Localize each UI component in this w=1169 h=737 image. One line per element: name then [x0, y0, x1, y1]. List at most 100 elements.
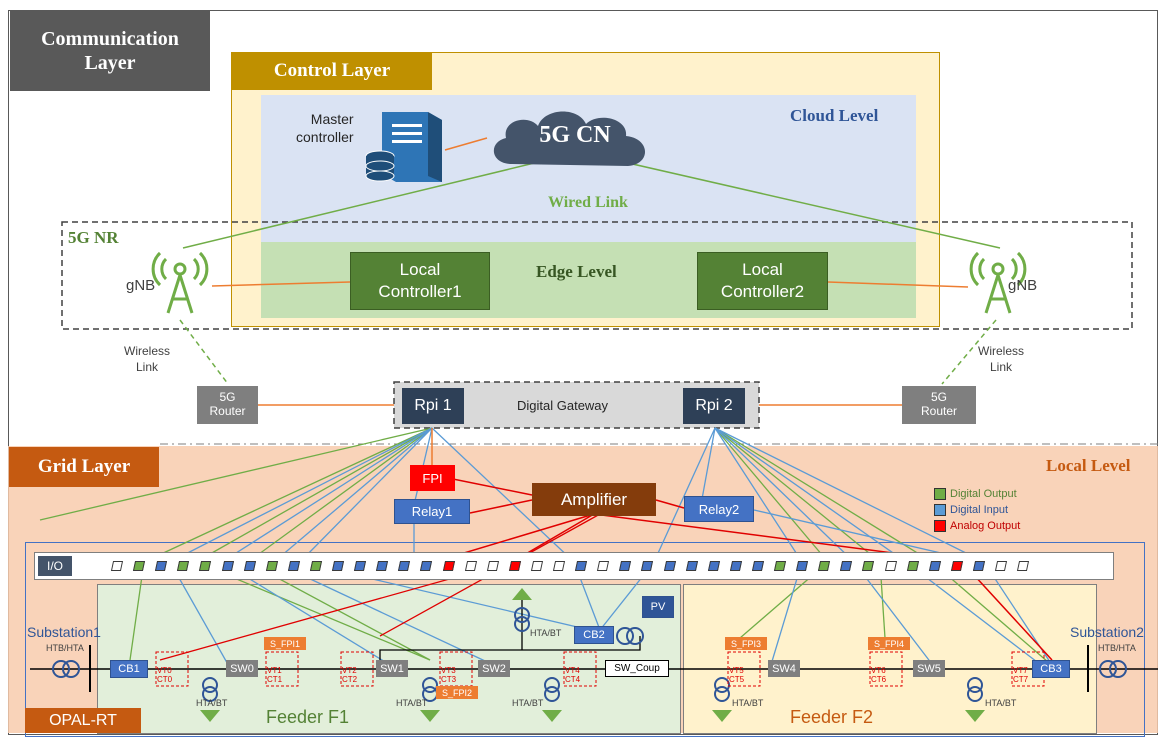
- htb-hta-left-label: HTB/HTA: [46, 643, 84, 653]
- io-channel: [994, 561, 1008, 571]
- io-channel: [972, 561, 985, 571]
- substation1-label: Substation1: [27, 624, 101, 640]
- io-channel: [287, 561, 300, 571]
- sensor-s-fpi1[interactable]: S_FPI1: [264, 637, 306, 650]
- edge-level-label: Edge Level: [536, 262, 617, 281]
- io-channel: [508, 561, 521, 571]
- vt7-label: VT7: [1013, 666, 1028, 675]
- router-left[interactable]: 5G Router: [197, 386, 258, 424]
- legend-swatch-digital-output: [934, 488, 946, 500]
- wireless-link-left-label: Wireless Link: [124, 344, 171, 374]
- vt1-label: VT1: [267, 666, 282, 675]
- ct5-label: CT5: [729, 675, 745, 684]
- legend-label-digital-output: Digital Output: [950, 488, 1017, 500]
- io-channel: [464, 561, 477, 571]
- io-channel: [663, 561, 676, 571]
- switch-sw5[interactable]: SW5: [913, 660, 945, 677]
- digital-gateway-label: Digital Gateway: [517, 398, 609, 413]
- relay2-box[interactable]: Relay2: [684, 496, 754, 522]
- vt4-label: VT4: [565, 666, 580, 675]
- legend-swatch-analog-output: [934, 520, 946, 532]
- switch-sw-coup[interactable]: SW_Coup: [605, 660, 669, 677]
- sensor-s-fpi4[interactable]: S_FPI4: [868, 637, 910, 650]
- io-channel: [221, 561, 234, 571]
- ct7-label: CT7: [1013, 675, 1029, 684]
- switch-sw1[interactable]: SW1: [376, 660, 408, 677]
- server-icon: [365, 112, 442, 182]
- hta-bt-label-6: HTA/BT: [985, 698, 1017, 708]
- feeder2-label: Feeder F2: [790, 707, 874, 727]
- fpi-box[interactable]: FPI: [410, 465, 455, 491]
- io-channel: [884, 561, 897, 571]
- pv-box[interactable]: PV: [642, 596, 674, 618]
- gnb-right-label: gNB: [1008, 277, 1038, 294]
- sensor-s-fpi3[interactable]: S_FPI3: [725, 637, 767, 650]
- hta-bt-label-1: HTA/BT: [196, 698, 228, 708]
- rpi1-box[interactable]: Rpi 1: [402, 388, 464, 424]
- legend-label-digital-input: Digital Input: [950, 504, 1009, 516]
- io-channel: [707, 561, 720, 571]
- gnb-left-label: gNB: [126, 277, 156, 294]
- rpi2-box[interactable]: Rpi 2: [683, 388, 745, 424]
- io-label: I/O: [38, 556, 72, 576]
- antenna-icon-right: [969, 251, 1027, 314]
- io-channel: [331, 561, 345, 571]
- io-channel: [729, 561, 742, 571]
- io-channel: [906, 561, 919, 571]
- hta-bt-label-2: HTA/BT: [396, 698, 428, 708]
- io-channel: [751, 561, 764, 571]
- opal-rt-label: OPAL-RT: [25, 708, 141, 733]
- ct6-label: CT6: [871, 675, 887, 684]
- vt2-label: VT2: [342, 666, 357, 675]
- ct4-label: CT4: [565, 675, 581, 684]
- switch-sw0[interactable]: SW0: [226, 660, 258, 677]
- vt5-label: VT5: [729, 666, 744, 675]
- local-controller2[interactable]: Local Controller2: [697, 252, 828, 310]
- io-channel: [950, 561, 963, 571]
- local-level-label: Local Level: [1046, 456, 1131, 475]
- legend: Digital Output Digital Input Analog Outp…: [934, 486, 1020, 534]
- local-controller1[interactable]: Local Controller1: [350, 252, 490, 310]
- breaker-cb3[interactable]: CB3: [1032, 660, 1070, 678]
- core-network-label: 5G CN: [539, 122, 611, 148]
- hta-bt-label-4: HTA/BT: [512, 698, 544, 708]
- legend-item-digital-input: Digital Input: [934, 502, 1020, 518]
- breaker-cb1[interactable]: CB1: [110, 660, 148, 678]
- breaker-cb2[interactable]: CB2: [574, 626, 614, 644]
- cloud-level-label: Cloud Level: [790, 106, 879, 125]
- io-channel: [265, 561, 278, 571]
- ct0-label: CT0: [157, 675, 173, 684]
- legend-item-analog-output: Analog Output: [934, 518, 1020, 534]
- amplifier-box[interactable]: Amplifier: [532, 483, 656, 516]
- feeder1-label: Feeder F1: [266, 707, 350, 727]
- ct1-label: CT1: [267, 675, 283, 684]
- wireless-link-right-label: Wireless Link: [978, 344, 1025, 374]
- io-channel: [928, 561, 941, 571]
- io-channel: [530, 561, 543, 571]
- htb-hta-right-label: HTB/HTA: [1098, 643, 1136, 653]
- communication-layer-header: Communication Layer: [10, 11, 210, 91]
- io-channel: [552, 561, 566, 571]
- hta-bt-label-5: HTA/BT: [732, 698, 764, 708]
- io-channel: [685, 561, 698, 571]
- grid-layer-header: Grid Layer: [9, 447, 159, 487]
- relay1-box[interactable]: Relay1: [394, 499, 470, 524]
- legend-item-digital-output: Digital Output: [934, 486, 1020, 502]
- nr-label: 5G NR: [68, 228, 119, 247]
- master-controller-label: Master controller: [296, 111, 354, 146]
- ct3-label: CT3: [441, 675, 457, 684]
- vt3-label: VT3: [441, 666, 456, 675]
- sensor-s-fpi2[interactable]: S_FPI2: [436, 686, 478, 699]
- io-channel: [773, 561, 787, 571]
- switch-sw4[interactable]: SW4: [768, 660, 800, 677]
- substation2-label: Substation2: [1070, 624, 1144, 640]
- ct2-label: CT2: [342, 675, 358, 684]
- router-right[interactable]: 5G Router: [902, 386, 976, 424]
- switch-sw2[interactable]: SW2: [478, 660, 510, 677]
